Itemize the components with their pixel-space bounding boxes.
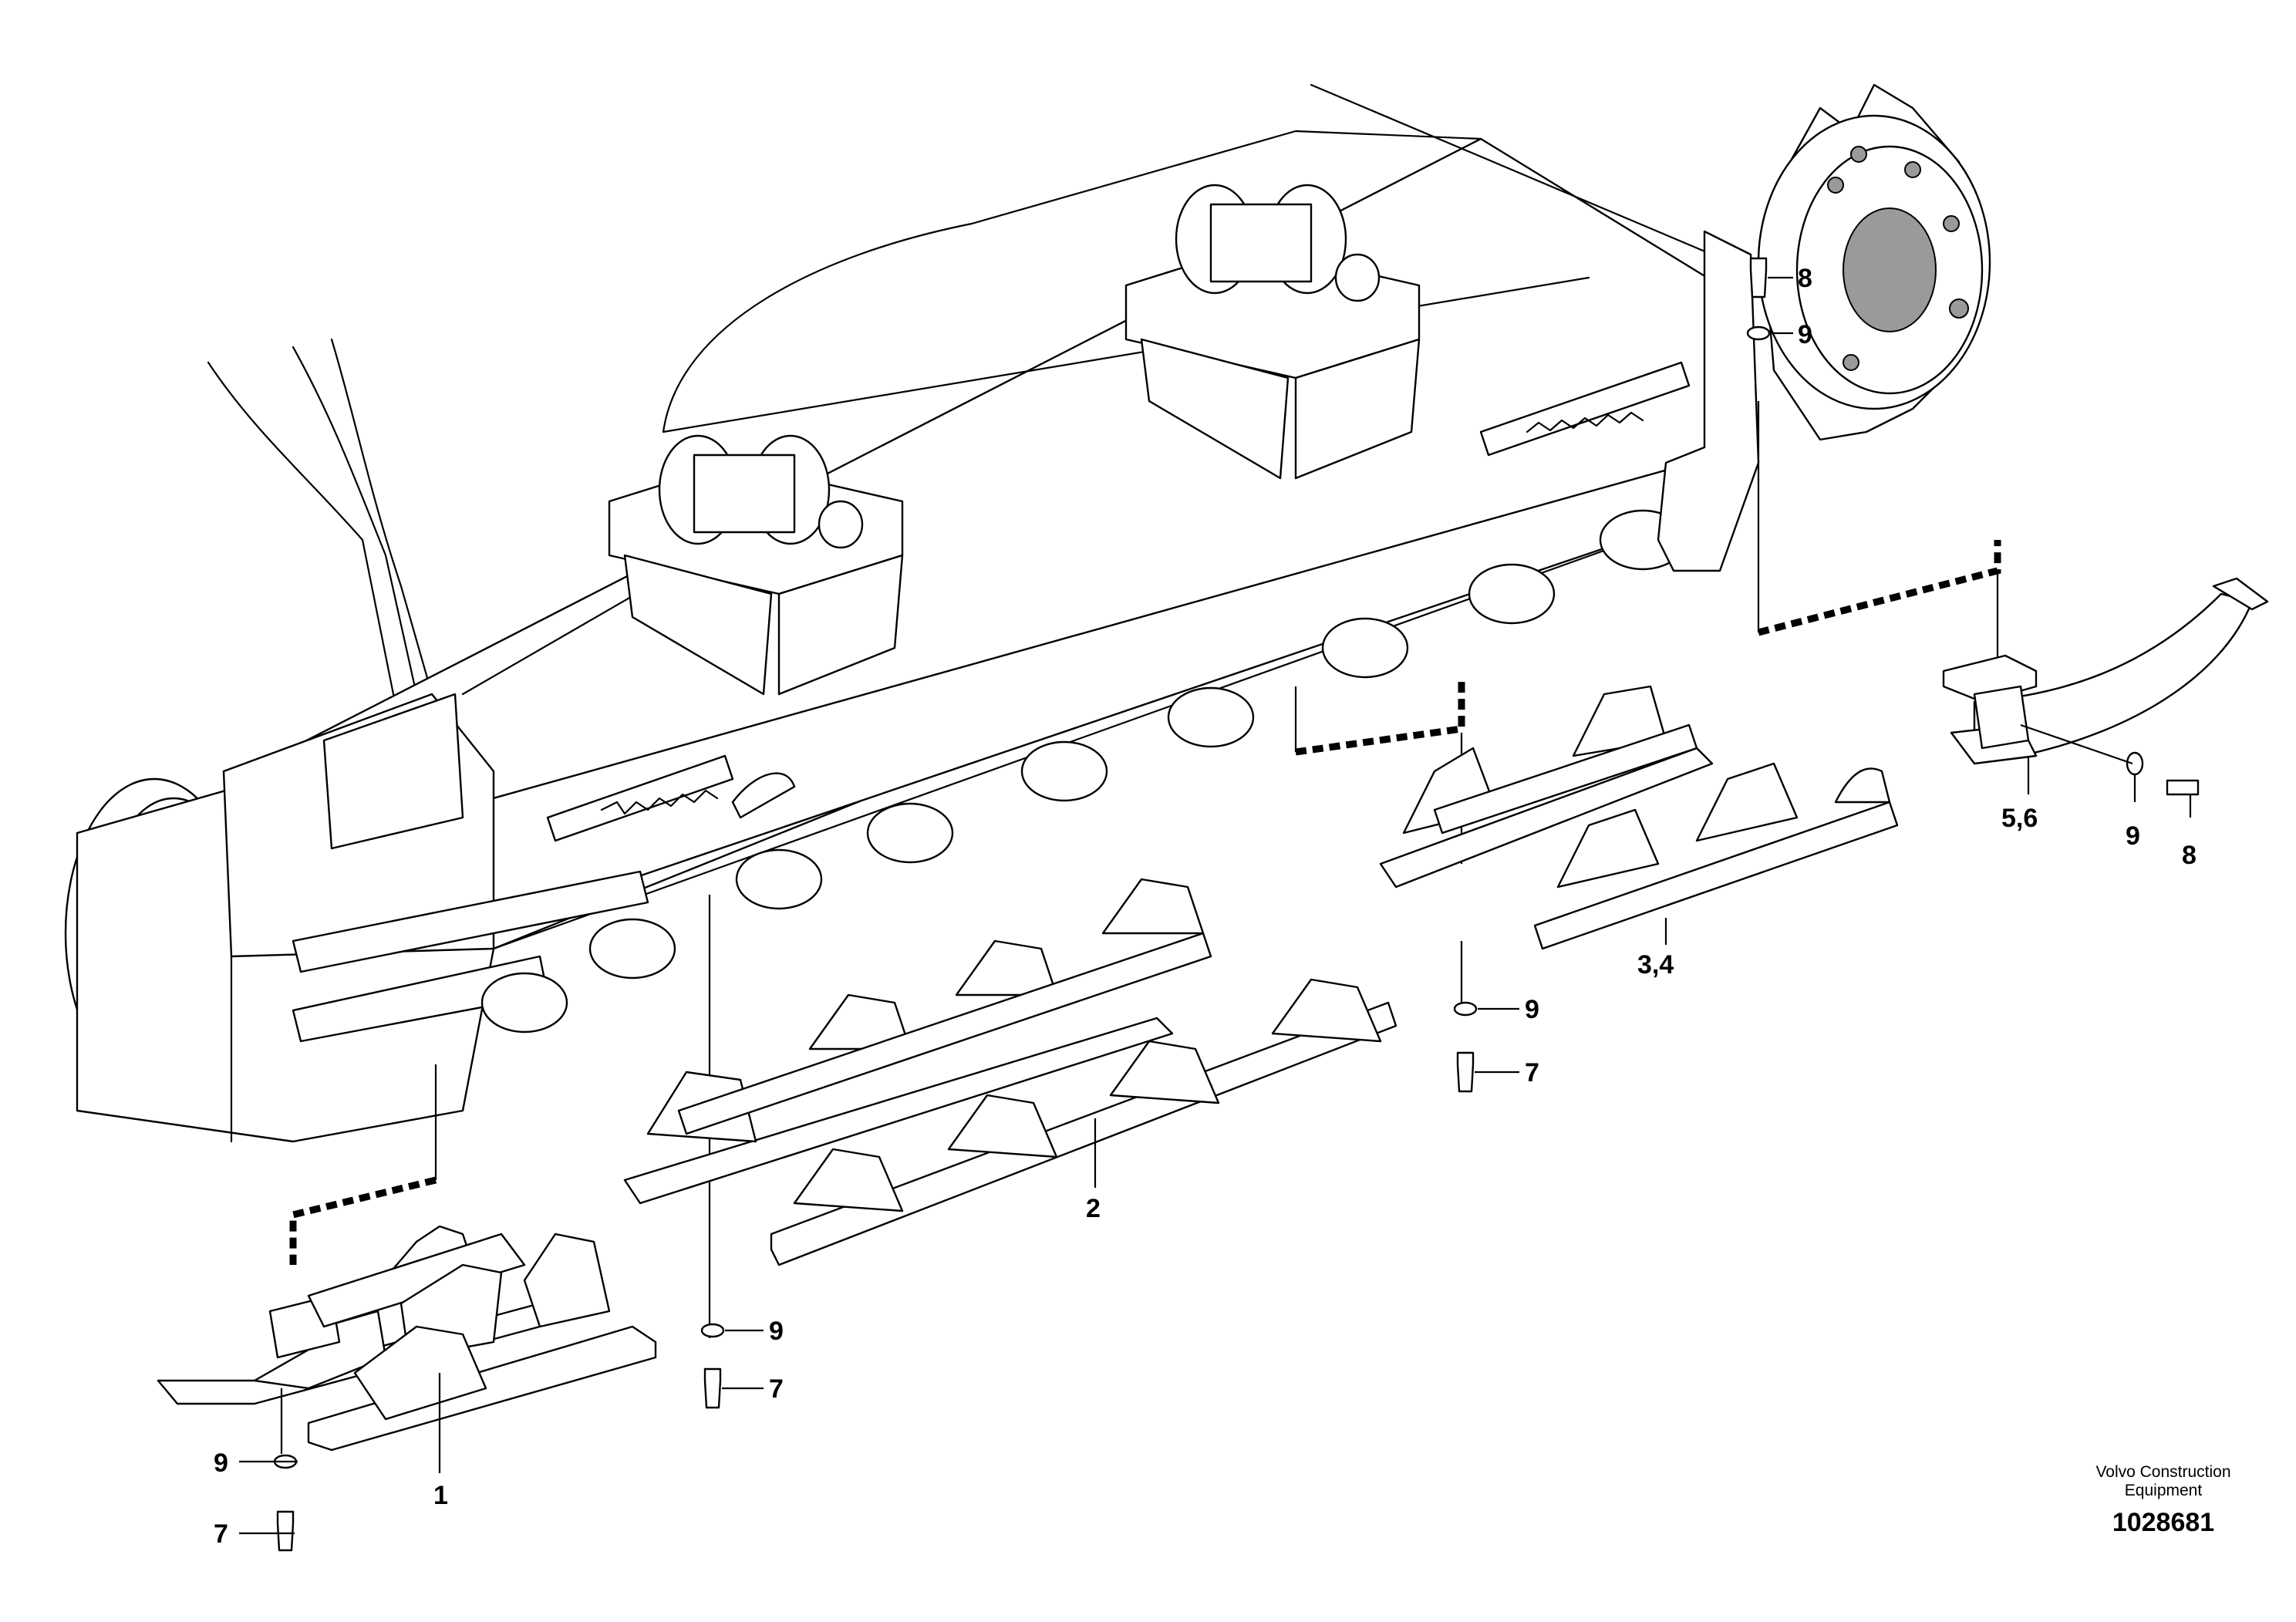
idler-wheel (64, 693, 649, 1143)
callout-screw-part-1: 7 (214, 1519, 228, 1549)
track-guard-3-4 (1379, 685, 1899, 950)
washer-icon (2126, 751, 2144, 776)
track-guard-5-6 (1942, 577, 2269, 765)
drawing-footer: Volvo Construction Equipment 1028681 (2095, 1463, 2230, 1537)
callout-screw-part-3-4: 7 (1525, 1058, 1539, 1088)
carrier-roller-right (1124, 184, 1421, 480)
brand-line-2: Equipment (2125, 1482, 2203, 1499)
screw-icon (1749, 257, 1768, 298)
callout-part-5-6: 5,6 (2001, 804, 2038, 833)
right-rack (1479, 361, 1691, 457)
screw-icon (703, 1367, 722, 1409)
callout-washer-part-5-6: 9 (2126, 821, 2140, 851)
drawing-number: 1028681 (2112, 1508, 2214, 1537)
track-guard-2 (623, 878, 1397, 1266)
callout-leaders (239, 276, 2192, 1535)
callout-part-3-4: 3,4 (1637, 950, 1674, 980)
callout-part-1: 1 (433, 1481, 448, 1510)
drive-sprocket (1657, 83, 1991, 572)
screw-icon (2166, 779, 2200, 796)
washer-icon (700, 1323, 725, 1338)
carrier-roller-left (608, 434, 904, 696)
callout-part-2: 2 (1086, 1194, 1101, 1223)
screw-icon (1456, 1051, 1475, 1093)
washer-icon (1453, 1001, 1478, 1017)
track-guard-1 (157, 1225, 657, 1452)
callout-screw-part-5-6: 8 (2182, 841, 2197, 870)
callout-washer-part-3-4: 9 (1525, 995, 1539, 1024)
track-rollers (480, 509, 1687, 1034)
callout-labels: 1 2 3,4 5,6 7 9 9 7 9 7 9 8 8 9 (214, 264, 2197, 1549)
track-adjuster (546, 754, 796, 842)
washer-icon (1746, 325, 1771, 341)
callout-washer-part-1: 9 (214, 1448, 228, 1478)
callout-washer-part-2: 9 (769, 1317, 784, 1346)
brand-line-1: Volvo Construction (2095, 1463, 2230, 1481)
callout-washer-top: 9 (1798, 320, 1812, 349)
screw-icon (276, 1510, 295, 1552)
callout-screw-top: 8 (1798, 264, 1812, 293)
callout-screw-part-2: 7 (769, 1374, 784, 1404)
